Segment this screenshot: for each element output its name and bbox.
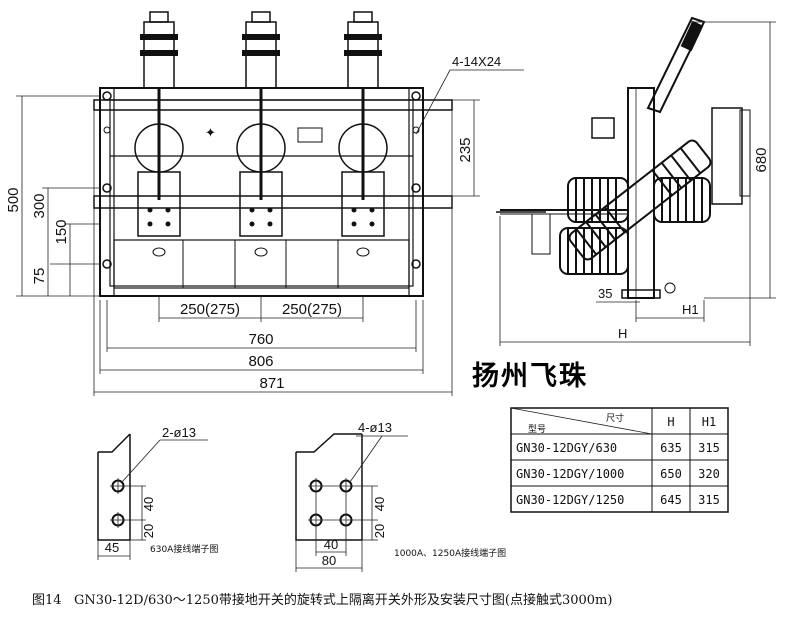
insulator-upper: [567, 177, 629, 223]
table-header-h: H: [667, 415, 674, 429]
dim-806-label: 806: [248, 353, 273, 370]
terminal-630a: 2-ø13 40 20 45 630A接线端子图: [97, 425, 218, 560]
caption-1000: 1000A、1250A接线端子图: [394, 547, 506, 559]
dim-20-630: 20: [141, 524, 156, 538]
insulator-diagonal: [568, 139, 712, 261]
table-header-model: 型号: [528, 424, 546, 435]
dim-80-1000: 80: [322, 553, 336, 568]
dim-150-label: 150: [53, 219, 70, 244]
side-view: 680 35 H1 H: [496, 16, 776, 346]
dim-500-label: 500: [5, 187, 22, 212]
dim-680-label: 680: [753, 147, 770, 172]
table-cell-h1: 320: [698, 467, 720, 481]
dim-35-label: 35: [598, 286, 612, 301]
insulator-lower: [559, 227, 629, 275]
dim-h-label: H: [618, 326, 627, 341]
caption-630: 630A接线端子图: [150, 543, 218, 555]
dim-40-630: 40: [141, 497, 156, 511]
table-cell-model: GN30-12DGY/630: [516, 441, 617, 455]
dim-75-label: 75: [31, 268, 48, 285]
brand-text: 扬州飞珠: [472, 361, 588, 392]
dim-h1-label: H1: [682, 302, 699, 317]
table-cell-h: 645: [660, 493, 682, 507]
phase-3: [338, 11, 388, 257]
dim-40-v-1000: 40: [372, 497, 387, 511]
hole-label-1000: 4-ø13: [358, 420, 392, 435]
dim-40-h-1000: 40: [324, 537, 338, 552]
table-header-size: 尺寸: [606, 412, 624, 424]
dim-300-label: 300: [31, 193, 48, 218]
dim-250-left-label: 250(275): [180, 301, 240, 318]
table-header-h1: H1: [702, 415, 716, 429]
dim-871-label: 871: [259, 375, 284, 392]
table-cell-model: GN30-12DGY/1250: [516, 493, 624, 507]
dim-235-label: 235: [457, 137, 474, 162]
table-cell-h: 650: [660, 467, 682, 481]
phase-1: [134, 11, 184, 257]
table-cell-h1: 315: [698, 493, 720, 507]
figure-caption: 图14 GN30-12D/630～1250带接地开关的旋转式上隔离开关外形及安装…: [32, 592, 612, 608]
table-cell-h1: 315: [698, 441, 720, 455]
table-cell-model: GN30-12DGY/1000: [516, 467, 624, 481]
svg-text:✦: ✦: [205, 125, 216, 140]
dim-20-v-1000: 20: [372, 524, 387, 538]
dimension-table: 尺寸 型号 H H1 GN30-12DGY/630 635 315 GN30-1…: [510, 407, 729, 513]
dim-760-label: 760: [248, 331, 273, 348]
slot-label: 4-14X24: [452, 54, 501, 69]
table-cell-h: 635: [660, 441, 682, 455]
terminal-1000a: 4-ø13 40 20 40 80 1000A、1250A接线端子图: [295, 420, 506, 572]
front-view: ✦: [5, 11, 524, 396]
hole-label-630: 2-ø13: [162, 425, 196, 440]
phase-2: [236, 11, 286, 257]
dim-45-630: 45: [105, 540, 119, 555]
dim-250-right-label: 250(275): [282, 301, 342, 318]
